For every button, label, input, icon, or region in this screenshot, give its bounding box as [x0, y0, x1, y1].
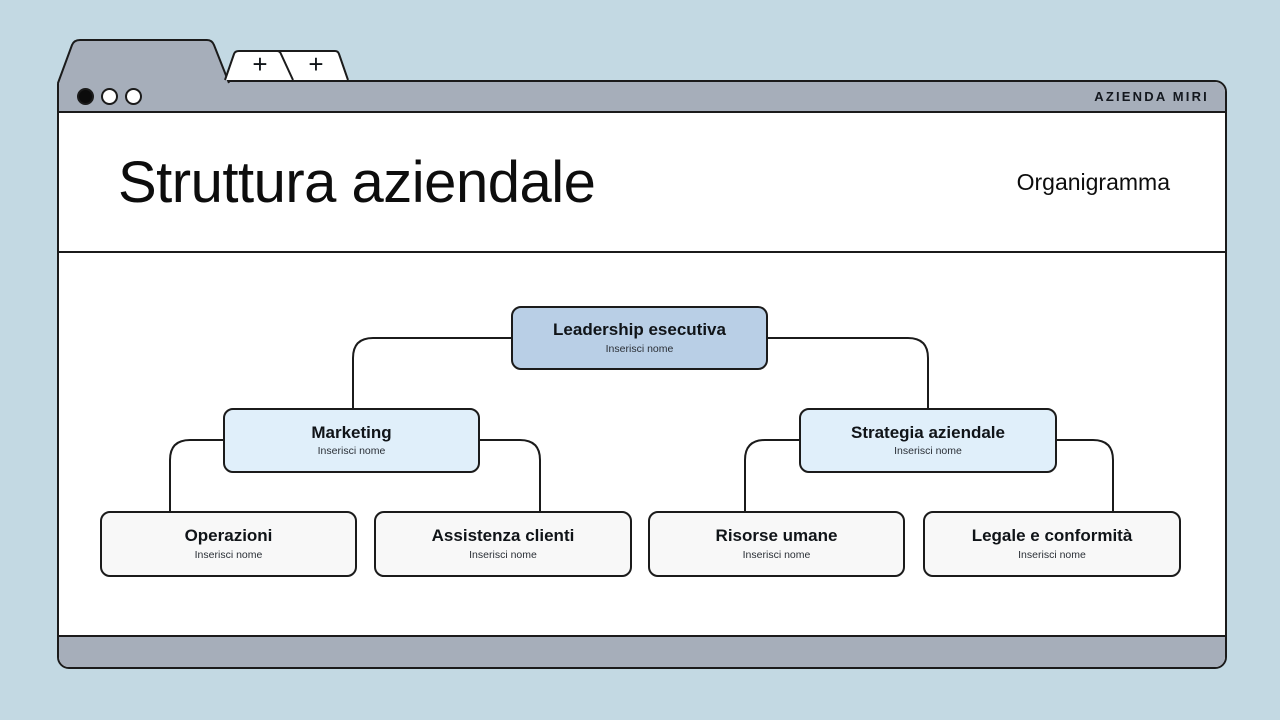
connector-leadership-marketing	[352, 337, 511, 408]
org-node-title: Assistenza clienti	[431, 526, 575, 546]
org-node-marketing[interactable]: Marketing Inserisci nome	[223, 408, 480, 473]
org-node-title: Operazioni	[184, 526, 273, 546]
connector-leadership-strategia	[768, 337, 929, 408]
browser-bottombar	[59, 635, 1225, 667]
org-node-name-placeholder: Inserisci nome	[1018, 548, 1086, 561]
connector-marketing-operazioni	[169, 439, 223, 511]
org-node-risorse[interactable]: Risorse umane Inserisci nome	[648, 511, 905, 577]
org-node-name-placeholder: Inserisci nome	[317, 445, 386, 458]
browser-tabs: + +	[57, 39, 349, 84]
connector-strategia-risorse	[744, 439, 799, 511]
brand-label: AZIENDA MIRI	[1094, 89, 1209, 104]
window-control-close-icon[interactable]	[77, 88, 94, 105]
window-control-maximize-icon[interactable]	[125, 88, 142, 105]
org-chart-connectors	[169, 337, 1114, 511]
org-node-title: Risorse umane	[715, 526, 838, 546]
org-node-title: Leadership esecutiva	[553, 320, 726, 340]
new-tab-icon[interactable]: +	[252, 49, 267, 79]
org-node-name-placeholder: Inserisci nome	[742, 548, 811, 561]
connector-strategia-legale	[1057, 439, 1114, 511]
page-title: Struttura aziendale	[118, 149, 596, 215]
window-controls	[77, 88, 142, 105]
org-node-name-placeholder: Inserisci nome	[605, 342, 674, 355]
org-node-strategia[interactable]: Strategia aziendale Inserisci nome	[799, 408, 1057, 473]
browser-tab-new-1[interactable]: +	[224, 49, 294, 81]
connector-marketing-assistenza	[480, 439, 541, 511]
org-node-name-placeholder: Inserisci nome	[894, 445, 962, 458]
org-node-title: Marketing	[311, 422, 392, 442]
org-node-assistenza[interactable]: Assistenza clienti Inserisci nome	[374, 511, 632, 577]
active-tab-shape[interactable]	[57, 39, 230, 84]
org-node-title: Strategia aziendale	[850, 422, 1005, 442]
org-node-title: Legale e conformità	[971, 526, 1133, 546]
org-node-operazioni[interactable]: Operazioni Inserisci nome	[100, 511, 357, 577]
org-node-leadership[interactable]: Leadership esecutiva Inserisci nome	[511, 306, 768, 370]
page-subtitle: Organigramma	[1016, 168, 1170, 195]
browser-titlebar: AZIENDA MIRI	[59, 82, 1225, 113]
org-node-legale[interactable]: Legale e conformità Inserisci nome	[923, 511, 1181, 577]
window-control-minimize-icon[interactable]	[101, 88, 118, 105]
page-header: Struttura aziendale Organigramma	[59, 113, 1225, 253]
org-node-name-placeholder: Inserisci nome	[194, 548, 263, 561]
org-chart-canvas: Leadership esecutiva Inserisci nome Mark…	[59, 253, 1225, 635]
browser-window: AZIENDA MIRI Struttura aziendale Organig…	[57, 80, 1227, 669]
org-node-name-placeholder: Inserisci nome	[469, 548, 537, 561]
new-tab-icon[interactable]: +	[308, 49, 323, 79]
